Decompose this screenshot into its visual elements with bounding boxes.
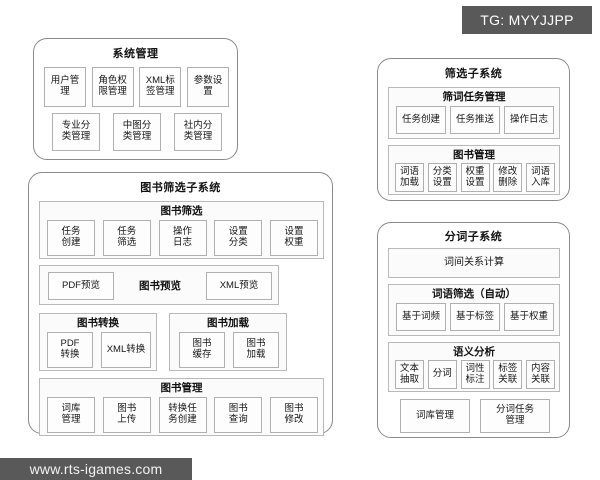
cell-book-modify[interactable]: 图书 修改	[270, 397, 318, 433]
row-system-management-1: 用户管 理 角色权 限管理 XML标 签管理 参数设 置	[44, 67, 229, 107]
group-book-preview: PDF预览 图书预览 XML预览	[39, 265, 279, 305]
row-book-management-left-cells: 词库 管理 图书 上传 转换任 务创建 图书 查询 图书 修改	[47, 397, 318, 433]
row-filter-word-task-cells: 任务创建 任务推送 操作日志	[396, 106, 554, 134]
panel-book-filter-subsystem: 图书筛选子系统 图书筛选 任务 创建 任务 筛选 操作 日志 设置 分类 设置 …	[28, 172, 333, 436]
cell-user-management[interactable]: 用户管 理	[44, 67, 86, 107]
cell-set-classification[interactable]: 设置 分类	[214, 220, 263, 256]
cell-pos-tagging[interactable]: 词性 标注	[460, 360, 490, 389]
cell-word-store[interactable]: 词语 入库	[526, 163, 555, 192]
cell-operation-log-right[interactable]: 操作日志	[504, 106, 554, 134]
cell-role-permission-management[interactable]: 角色权 限管理	[91, 67, 134, 107]
cell-operation-log[interactable]: 操作 日志	[158, 220, 207, 256]
tg-badge: TG: MYYJJPP	[462, 6, 592, 34]
panel-title-filter-subsystem: 筛选子系统	[444, 68, 503, 80]
cell-convert-task-create[interactable]: 转换任 务创建	[158, 397, 207, 433]
panel-system-management: 系统管理 用户管 理 角色权 限管理 XML标 签管理 参数设 置 专业分 类管…	[33, 38, 238, 160]
panel-title-book-filter-subsystem: 图书筛选子系统	[140, 182, 221, 194]
panel-filter-subsystem: 筛选子系统 筛词任务管理 任务创建 任务推送 操作日志 图书管理 词语 加载 分…	[377, 58, 570, 201]
cell-book-query[interactable]: 图书 查询	[214, 397, 263, 433]
cell-book-cache[interactable]: 图书 缓存	[179, 332, 225, 368]
cell-word-segmentation[interactable]: 分词	[427, 360, 457, 389]
cell-parameter-settings[interactable]: 参数设 置	[186, 67, 229, 107]
cell-task-create-right[interactable]: 任务创建	[396, 106, 446, 134]
group-title-semantic-analysis: 语义分析	[453, 346, 495, 358]
group-book-convert: 图书转换 PDF 转换 XML转换	[39, 313, 157, 371]
cell-segmentation-task-management[interactable]: 分词任务 管理	[480, 399, 550, 433]
group-book-management-right: 图书管理 词语 加载 分类 设置 权重 设置 修改 删除 词语 入库	[388, 145, 560, 195]
group-title-word-filter-auto: 词语筛选（自动）	[432, 288, 516, 300]
cell-xml-convert[interactable]: XML转换	[101, 332, 151, 368]
cell-xml-tag-management[interactable]: XML标 签管理	[139, 67, 182, 107]
cell-based-on-weight[interactable]: 基于权重	[504, 303, 554, 331]
panel-title-segmentation-subsystem: 分词子系统	[444, 231, 503, 243]
panel-title-system-management: 系统管理	[112, 48, 159, 60]
cell-inter-word-relation-calc[interactable]: 词间关系计算	[444, 257, 504, 269]
cell-task-filter[interactable]: 任务 筛选	[102, 220, 151, 256]
group-title-book-management-left: 图书管理	[160, 382, 203, 394]
row-semantic-analysis-cells: 文本 抽取 分词 词性 标注 标签 关联 内容 关联	[395, 360, 555, 389]
group-title-book-convert: 图书转换	[77, 317, 119, 329]
row-book-load-cells: 图书 缓存 图书 加载	[179, 332, 279, 368]
cell-tag-association[interactable]: 标签 关联	[493, 360, 523, 389]
cell-text-extraction[interactable]: 文本 抽取	[395, 360, 424, 389]
cell-weight-setting[interactable]: 权重 设置	[460, 163, 490, 192]
cell-content-association[interactable]: 内容 关联	[526, 360, 555, 389]
group-filter-word-task-management: 筛词任务管理 任务创建 任务推送 操作日志	[388, 87, 560, 139]
cell-lexicon-management-right[interactable]: 词库管理	[400, 399, 470, 433]
cell-set-weight[interactable]: 设置 权重	[270, 220, 318, 256]
cell-book-load[interactable]: 图书 加载	[233, 332, 279, 368]
site-watermark: www.rts-igames.com	[0, 458, 192, 480]
group-semantic-analysis: 语义分析 文本 抽取 分词 词性 标注 标签 关联 内容 关联	[388, 342, 560, 392]
cell-modify-delete[interactable]: 修改 删除	[493, 163, 523, 192]
group-title-book-load: 图书加载	[207, 317, 249, 329]
group-word-filter-auto: 词语筛选（自动） 基于词频 基于标签 基于权重	[388, 284, 560, 336]
row-system-management-2: 专业分 类管理 中图分 类管理 社内分 类管理	[52, 113, 222, 151]
cell-professional-classification-management[interactable]: 专业分 类管理	[52, 113, 100, 151]
group-title-book-filter: 图书筛选	[160, 205, 203, 217]
cell-lexicon-management[interactable]: 词库 管理	[47, 397, 95, 433]
group-title-book-preview: 图书预览	[139, 279, 181, 292]
row-word-filter-auto-cells: 基于词频 基于标签 基于权重	[396, 303, 554, 331]
group-book-filter: 图书筛选 任务 创建 任务 筛选 操作 日志 设置 分类 设置 权重	[39, 201, 324, 259]
group-title-book-management-right: 图书管理	[453, 149, 495, 161]
cell-book-upload[interactable]: 图书 上传	[102, 397, 151, 433]
row-book-filter-cells: 任务 创建 任务 筛选 操作 日志 设置 分类 设置 权重	[47, 220, 318, 256]
cell-based-on-tag[interactable]: 基于标签	[450, 303, 500, 331]
cell-xml-preview[interactable]: XML预览	[206, 272, 272, 300]
cell-internal-classification-management[interactable]: 社内分 类管理	[174, 113, 222, 151]
cell-task-push[interactable]: 任务推送	[450, 106, 500, 134]
cell-cn-classification-management[interactable]: 中图分 类管理	[113, 113, 161, 151]
cell-pdf-convert[interactable]: PDF 转换	[47, 332, 93, 368]
group-book-management-left: 图书管理 词库 管理 图书 上传 转换任 务创建 图书 查询 图书 修改	[39, 378, 324, 436]
cell-pdf-preview[interactable]: PDF预览	[48, 272, 114, 300]
group-book-load: 图书加载 图书 缓存 图书 加载	[169, 313, 287, 371]
cell-task-create[interactable]: 任务 创建	[47, 220, 95, 256]
row-segmentation-footer: 词库管理 分词任务 管理	[400, 399, 550, 433]
group-title-filter-word-task-management: 筛词任务管理	[442, 91, 506, 103]
row-book-management-right-cells: 词语 加载 分类 设置 权重 设置 修改 删除 词语 入库	[395, 163, 555, 192]
cell-based-on-word-frequency[interactable]: 基于词频	[396, 303, 446, 331]
panel-segmentation-subsystem: 分词子系统 词间关系计算 词语筛选（自动） 基于词频 基于标签 基于权重 语义分…	[377, 222, 570, 438]
cell-word-load[interactable]: 词语 加载	[395, 163, 424, 192]
cell-classification-setting[interactable]: 分类 设置	[427, 163, 457, 192]
group-inter-word-relation: 词间关系计算	[388, 248, 560, 278]
row-book-convert-cells: PDF 转换 XML转换	[47, 332, 151, 368]
row-book-preview-cells: PDF预览 图书预览 XML预览	[48, 272, 272, 300]
